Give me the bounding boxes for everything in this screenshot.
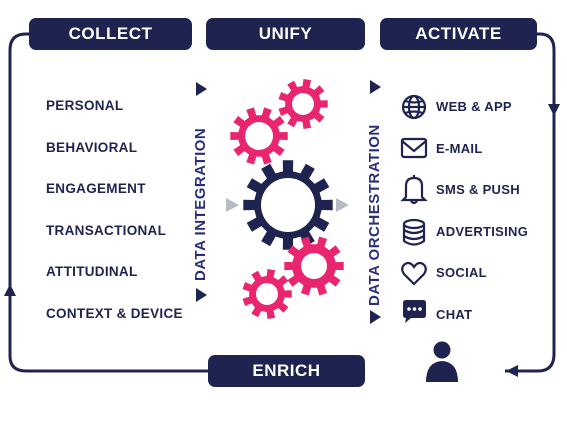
data-orchestration-label: DATA ORCHESTRATION	[366, 124, 383, 306]
channel-social: SOCIAL	[436, 265, 487, 280]
channel-email: E-MAIL	[436, 141, 483, 156]
collect-header: COLLECT	[29, 18, 192, 50]
cdp-label: CDP	[272, 192, 304, 209]
loop-arrow-up	[4, 284, 16, 296]
chat-bubble-icon	[403, 300, 426, 323]
cycle-loop	[8, 32, 556, 373]
gear-navy-center-hole	[261, 178, 315, 232]
integration-arrow-bottom	[196, 288, 207, 302]
source-engagement: ENGAGEMENT	[46, 181, 146, 196]
globe-icon	[401, 94, 427, 120]
channel-chat: CHAT	[436, 307, 473, 322]
activate-header: ACTIVATE	[380, 18, 537, 50]
integration-arrow-top	[196, 82, 207, 96]
channel-sms-push: SMS & PUSH	[436, 182, 520, 197]
gear-pink-bottom-right-hole	[301, 253, 327, 279]
envelope-icon	[400, 137, 428, 159]
loop-arrow-left	[506, 365, 518, 377]
source-transactional: TRANSACTIONAL	[46, 223, 167, 238]
orchestration-arrow-top	[370, 80, 381, 94]
outbound-gray-arrow	[336, 198, 349, 212]
source-behavioral: BEHAVIORAL	[46, 140, 138, 155]
inbound-gray-arrow	[226, 198, 239, 212]
source-context-device: CONTEXT & DEVICE	[46, 306, 183, 321]
gear-pink-top-left-hole	[245, 122, 273, 150]
gear-pink-bottom-left-hole	[256, 283, 278, 305]
bell-icon	[400, 175, 428, 205]
loop-arrow-down	[548, 104, 560, 116]
unify-header: UNIFY	[206, 18, 365, 50]
orchestration-arrow-bottom	[370, 310, 381, 324]
source-personal: PERSONAL	[46, 98, 124, 113]
heart-icon	[401, 261, 427, 286]
customer-person-icon	[426, 341, 458, 382]
data-integration-label: DATA INTEGRATION	[192, 127, 209, 281]
channel-web-app: WEB & APP	[436, 99, 512, 114]
gear-pink-top-right-hole	[292, 93, 314, 115]
enrich-header: ENRICH	[208, 355, 365, 387]
database-icon	[402, 218, 426, 246]
channel-advertising: ADVERTISING	[436, 224, 529, 239]
source-attitudinal: ATTITUDINAL	[46, 264, 138, 279]
